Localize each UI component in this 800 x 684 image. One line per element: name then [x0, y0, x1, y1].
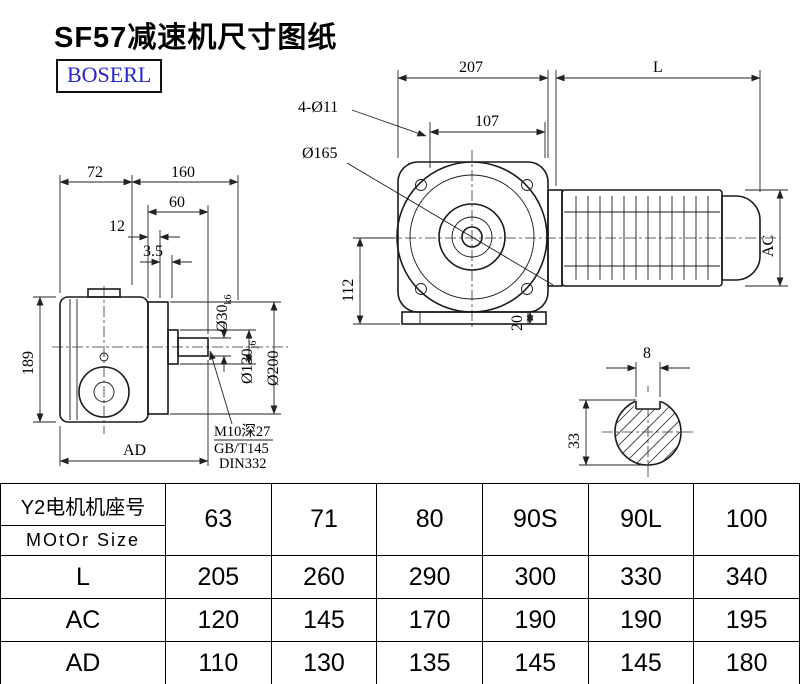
table-cell: 180 [693, 641, 800, 684]
table-cell: 330 [587, 555, 695, 599]
tap-note-label: M10深27 [214, 423, 270, 440]
size-col-80: 80 [376, 483, 483, 556]
dia-spigot-main: Ø130 [239, 348, 256, 384]
keyway-cutout [635, 392, 661, 409]
table-cell: 190 [587, 598, 695, 642]
dimension-table: Y2电机机座号 MOtOr Size 63 71 80 90S 90L 100 … [0, 483, 800, 684]
table-cell: 120 [165, 598, 272, 642]
size-col-90l: 90L [587, 483, 695, 556]
side-view-dimensions: 72 160 60 12 3.5 189 AD [20, 164, 282, 472]
row-label-ac: AC [0, 598, 166, 642]
table-row-l: L 205 260 290 300 330 340 [0, 555, 800, 599]
table-cell: 145 [270, 598, 378, 642]
table-cell: 190 [481, 598, 589, 642]
dia-spigot-sub: j6 [248, 341, 259, 350]
dim-107-label: 107 [475, 113, 499, 130]
brand-logo: BOSERL [56, 59, 163, 93]
dia-flange-label: Ø200 [265, 350, 282, 386]
page-title: SF57减速机尺寸图纸 [54, 22, 338, 54]
table-header-row: Y2电机机座号 MOtOr Size 63 71 80 90S 90L 100 [0, 483, 800, 556]
dim-3-5-label: 3.5 [143, 243, 163, 260]
dia-165-label: Ø165 [302, 145, 338, 162]
motor-fins [575, 196, 709, 280]
table-row-ac: AC 120 145 170 190 190 195 [0, 598, 800, 642]
size-col-71: 71 [270, 483, 378, 556]
std-note1-label: GB/T145 [214, 441, 269, 457]
table-cell: 340 [693, 555, 800, 599]
motor-size-label-en: MOtOr Size [25, 529, 140, 550]
front-view-dimensions: 207 L 4-Ø11 107 Ø165 112 20 [298, 59, 788, 331]
bolt-holes [415, 179, 533, 295]
table-cell: 195 [693, 598, 800, 642]
shaft-hatching [615, 405, 681, 465]
dimension-drawing: 72 160 60 12 3.5 189 AD [20, 59, 788, 478]
dim-20-label: 20 [509, 315, 526, 331]
dim-189-label: 189 [20, 351, 37, 375]
row-label-l: L [0, 555, 166, 599]
motor-fan-cowl [721, 195, 761, 281]
dim-8-label: 8 [643, 345, 651, 362]
table-cell: 130 [270, 641, 378, 684]
mounting-base [401, 311, 547, 325]
dim-33-label: 33 [566, 433, 583, 449]
table-cell: 145 [481, 641, 589, 684]
table-cell: 205 [165, 555, 272, 599]
row-label-ad: AD [0, 641, 166, 684]
table-cell: 145 [587, 641, 695, 684]
motor-size-header: Y2电机机座号 MOtOr Size [0, 483, 166, 556]
dia-shaft-label: Ø30k6 [214, 294, 234, 332]
size-col-90s: 90S [481, 483, 589, 556]
dim-72-label: 72 [87, 164, 103, 181]
size-col-100: 100 [693, 483, 800, 556]
table-cell: 135 [376, 641, 483, 684]
dim-ad-label: AD [123, 442, 146, 459]
output-shaft [177, 337, 209, 357]
dim-112-label: 112 [340, 279, 357, 302]
shaft-end-view: 8 33 [566, 345, 694, 478]
dim-ac-label: AC [760, 235, 777, 257]
dia-shaft-main: Ø30 [214, 304, 231, 332]
table-row-ad: AD 110 130 135 145 145 180 [0, 641, 800, 684]
size-col-63: 63 [165, 483, 272, 556]
table-cell: 300 [481, 555, 589, 599]
table-cell: 170 [376, 598, 483, 642]
gearbox-side-view [52, 286, 288, 434]
dia-shaft-sub: k6 [223, 294, 234, 304]
dim-160-label: 160 [171, 164, 195, 181]
dim-12-label: 12 [109, 218, 125, 235]
dim-207-label: 207 [459, 59, 483, 76]
table-cell: 290 [376, 555, 483, 599]
bolt-note-label: 4-Ø11 [298, 99, 338, 116]
output-flange [147, 301, 169, 415]
table-cell: 110 [165, 641, 272, 684]
gearbox-front-view [385, 150, 780, 330]
motor [561, 189, 761, 287]
std-note2-label: DIN332 [219, 456, 267, 472]
dia-spigot-label: Ø130j6 [239, 341, 259, 384]
motor-size-label-cn: Y2电机机座号 [1, 487, 165, 526]
table-cell: 260 [270, 555, 378, 599]
dim-60-label: 60 [169, 194, 185, 211]
dim-l-label: L [653, 59, 663, 76]
